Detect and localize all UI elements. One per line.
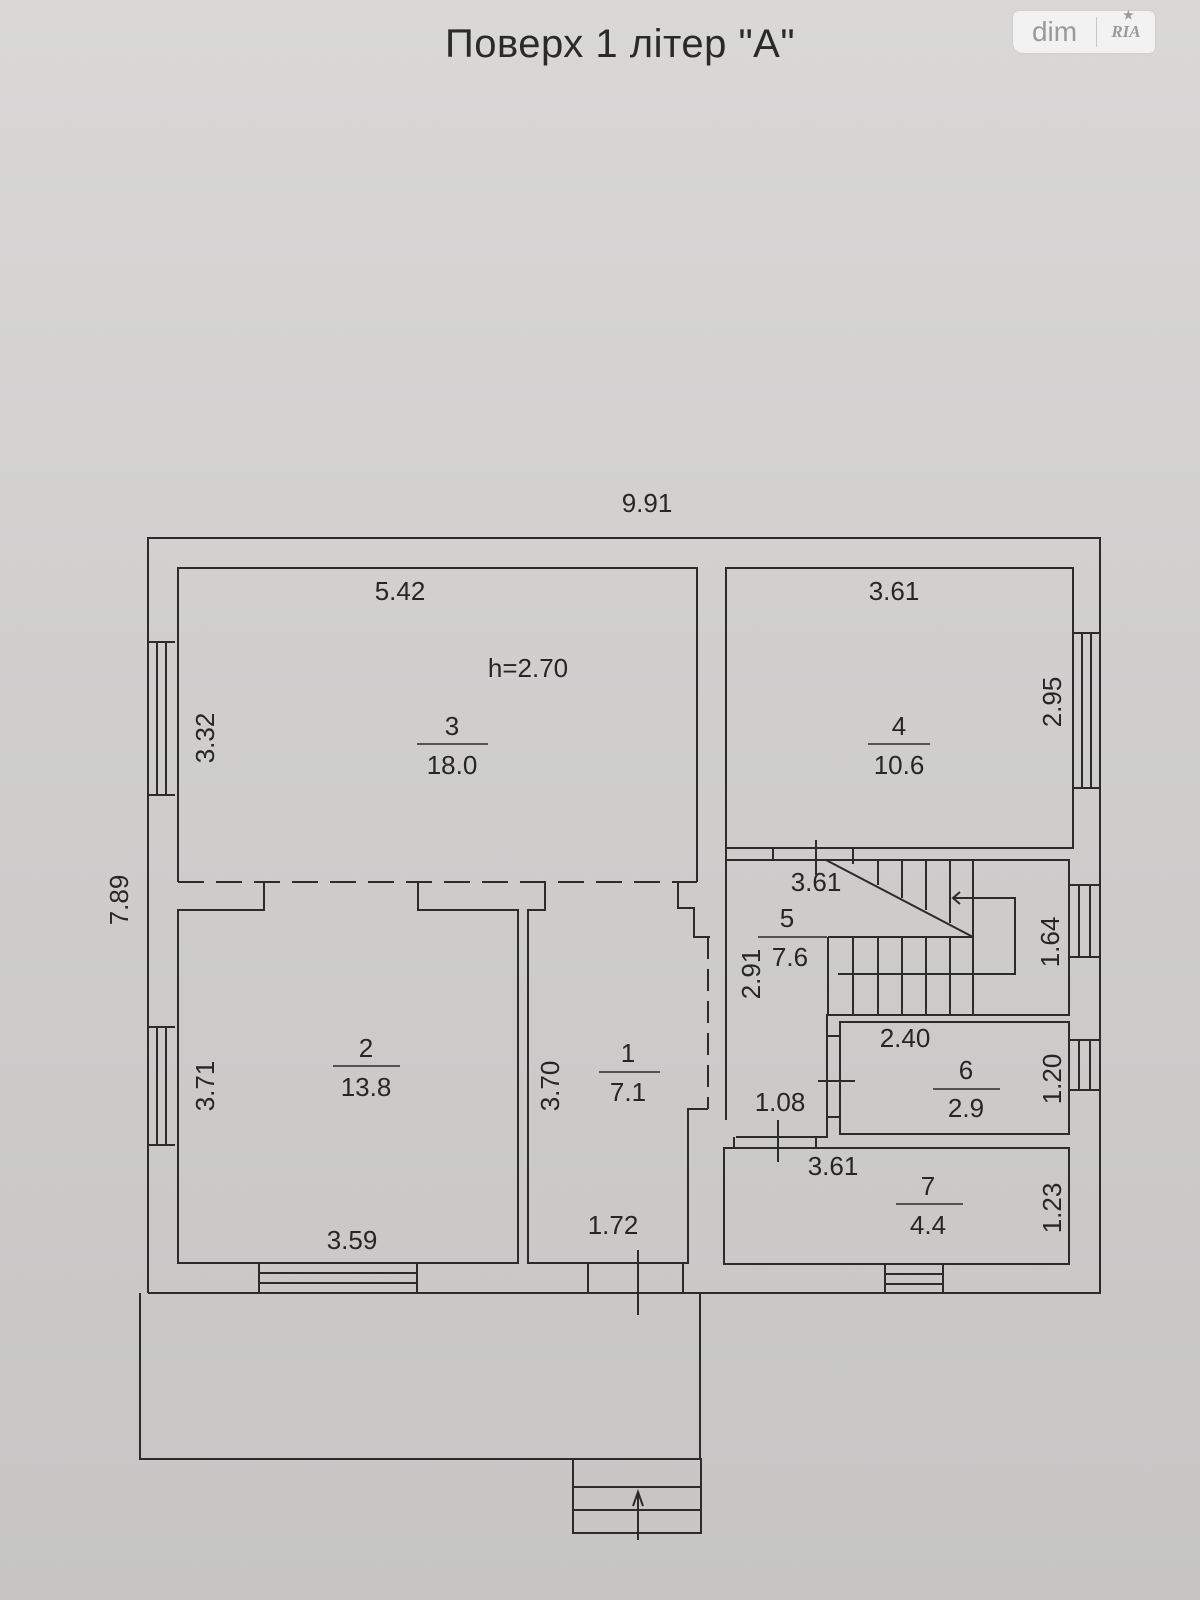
room-3-depth-dim: 3.32 — [190, 713, 220, 764]
window-right-room-5 — [1069, 884, 1100, 958]
watermark-ria-text: ★RIA — [1111, 8, 1141, 41]
room-1-area: 7.1 — [610, 1077, 646, 1107]
room-5-depth-dim: 2.91 — [736, 949, 766, 1000]
room-5-passage-dim: 1.08 — [755, 1087, 806, 1117]
window-left-room-2 — [148, 1026, 175, 1146]
window-bottom-room-7 — [884, 1264, 944, 1293]
room-5-stair-dim: 1.64 — [1035, 917, 1065, 968]
room-1-depth-dim: 3.70 — [535, 1061, 565, 1112]
room-3-width-dim: 5.42 — [375, 576, 426, 606]
room-7-walls — [723, 1147, 1070, 1265]
room-5-area: 7.6 — [772, 942, 808, 972]
room-2-width-dim: 3.59 — [327, 1225, 378, 1255]
exterior-wall — [147, 537, 1101, 1294]
room-4-walls — [725, 567, 1074, 849]
room-5-number: 5 — [780, 903, 794, 933]
room-1-number: 1 — [621, 1038, 635, 1068]
room-2-number: 2 — [359, 1033, 373, 1063]
room-7-width-dim: 3.61 — [808, 1151, 859, 1181]
stair-diagonal — [825, 859, 974, 938]
stair-treads — [852, 860, 951, 1015]
room-2-depth-dim: 3.71 — [190, 1061, 220, 1112]
watermark-divider — [1096, 17, 1097, 47]
stair-direction-arrow — [838, 897, 1016, 975]
room-7-number: 7 — [921, 1171, 935, 1201]
room-6-width-dim: 2.40 — [880, 1023, 931, 1053]
watermark-dim-text: dim — [1031, 16, 1078, 47]
window-left-room-3 — [148, 641, 175, 796]
room-4-width-dim: 3.61 — [869, 576, 920, 606]
terrace-outline — [139, 1293, 701, 1460]
window-right-room-6 — [1069, 1039, 1100, 1091]
overall-width-dim: 9.91 — [622, 488, 673, 518]
room-3-number: 3 — [445, 711, 459, 741]
page-title: Поверх 1 літер "А" — [444, 22, 796, 66]
room-4-number: 4 — [892, 711, 906, 741]
room-2-area: 13.8 — [341, 1072, 392, 1102]
window-bottom-room-2 — [258, 1263, 418, 1292]
room-4-depth-dim: 2.95 — [1037, 677, 1067, 728]
room-3-area: 18.0 — [427, 750, 478, 780]
room-3-walls — [177, 567, 698, 882]
entrance-door — [587, 1250, 684, 1315]
overall-depth-dim: 7.89 — [104, 875, 134, 926]
room-6-walls — [839, 1021, 1070, 1135]
watermark-logo: dim ★RIA — [1013, 8, 1155, 53]
room-6-depth-dim: 1.20 — [1037, 1054, 1067, 1105]
room-1-width-dim: 1.72 — [588, 1210, 639, 1240]
room-6-number: 6 — [959, 1055, 973, 1085]
window-right-room-4 — [1073, 632, 1100, 789]
room-4-area: 10.6 — [874, 750, 925, 780]
star-icon: ★ — [1123, 8, 1134, 22]
room-2-walls — [177, 882, 519, 1264]
room-5-width-dim: 3.61 — [791, 867, 842, 897]
ceiling-height: h=2.70 — [488, 653, 568, 683]
room-7-depth-dim: 1.23 — [1037, 1183, 1067, 1234]
room-6-area: 2.9 — [948, 1093, 984, 1123]
room-7-area: 4.4 — [910, 1210, 946, 1240]
